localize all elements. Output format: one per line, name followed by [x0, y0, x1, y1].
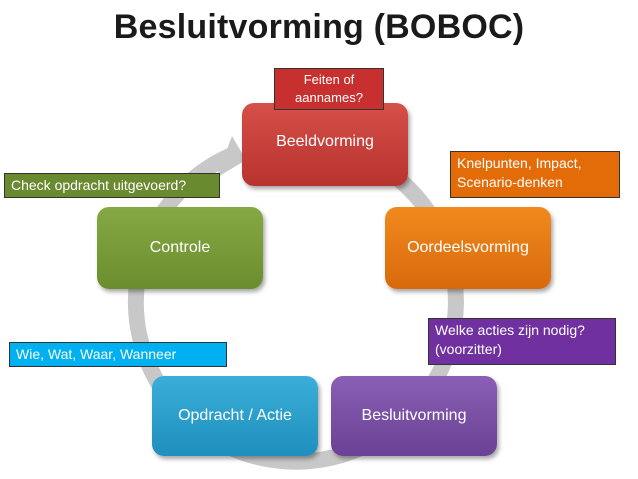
- page-title: Besluitvorming (BOBOC): [113, 8, 525, 46]
- note-check-opdracht: Check opdracht uitgevoerd?: [4, 173, 220, 198]
- cycle-arrowhead: [216, 136, 246, 178]
- node-controle: Controle: [97, 207, 263, 289]
- note-welke-acties: Welke acties zijn nodig? (voorzitter): [428, 318, 616, 365]
- node-besluitvorming: Besluitvorming: [331, 376, 497, 456]
- note-feiten-of-aannames: Feiten of aannames?: [274, 68, 384, 110]
- note-knelpunten: Knelpunten, Impact, Scenario-denken: [450, 151, 620, 198]
- note-wie-wat-waar: Wie, Wat, Waar, Wanneer: [9, 342, 227, 367]
- node-opdracht-actie: Opdracht / Actie: [152, 376, 318, 456]
- node-beeldvorming: Beeldvorming: [242, 103, 408, 186]
- node-oordeelsvorming: Oordeelsvorming: [385, 207, 551, 289]
